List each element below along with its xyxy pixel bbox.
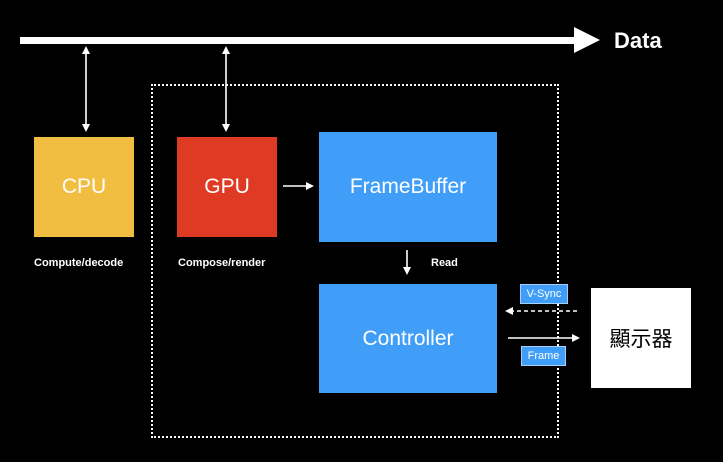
display-block: 顯示器: [591, 288, 691, 388]
frame-tag: Frame: [521, 346, 566, 366]
gpu-caption: Compose/render: [178, 257, 266, 269]
cpu-block-label: CPU: [61, 175, 107, 198]
controller-block-label: Controller: [362, 326, 454, 350]
vsync-tag: V-Sync: [520, 284, 568, 304]
framebuffer-block: FrameBuffer: [319, 132, 497, 242]
gpu-block: GPU: [177, 137, 277, 237]
cpu-caption: Compute/decode: [34, 257, 124, 269]
cpu-block: CPU: [34, 137, 134, 237]
controller-block: Controller: [319, 284, 497, 393]
gpu-block-label: GPU: [204, 175, 250, 198]
display-block-label: 顯示器: [609, 327, 673, 351]
data-bus-arrow: [20, 27, 600, 53]
gpu-subsystem-boundary: [151, 84, 559, 438]
framebuffer-block-label: FrameBuffer: [349, 175, 467, 198]
data-bus-label: Data: [614, 28, 662, 53]
read-label: Read: [431, 257, 458, 269]
